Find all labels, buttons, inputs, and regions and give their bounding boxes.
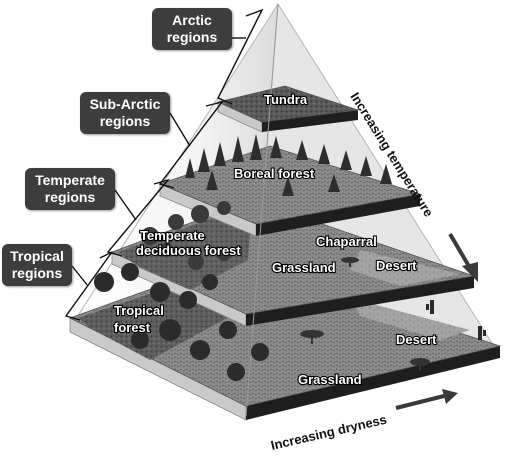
temperature-arrow-head — [462, 262, 478, 282]
label-chaparral: Chaparral — [316, 234, 377, 249]
label-tropical-desert: Desert — [396, 332, 437, 347]
tier-tropical — [68, 259, 502, 421]
region-label-line2: regions — [99, 113, 151, 129]
region-brackets — [64, 8, 264, 321]
pyramid-edge — [245, 3, 279, 417]
region-label-temperate: Temperate regions — [25, 168, 115, 210]
region-label-line1: Temperate — [35, 172, 105, 188]
region-label-sub-arctic: Sub-Arctic regions — [80, 92, 170, 134]
label-temperate-forest-line1: Temperate — [140, 228, 205, 243]
tier-arctic — [216, 85, 359, 133]
temperate-trees — [141, 201, 231, 270]
dryness-arrow-head — [442, 389, 458, 404]
region-label-tropical: Tropical regions — [2, 244, 72, 286]
region-label-line1: Sub-Arctic — [89, 96, 161, 112]
label-tropical-forest-line1: Tropical — [114, 303, 164, 318]
region-label-line1: Arctic — [172, 12, 212, 28]
region-label-line2: regions — [166, 29, 218, 45]
label-boreal-forest: Boreal forest — [234, 166, 315, 181]
cactus-icon — [426, 300, 486, 340]
label-tundra: Tundra — [264, 92, 308, 107]
label-tropical-forest-line2: forest — [114, 320, 151, 335]
region-label-line1: Tropical — [10, 248, 64, 264]
savanna-trees — [300, 257, 430, 371]
boreal-trees — [185, 134, 392, 196]
tropical-trees — [94, 263, 269, 381]
region-label-line2: regions — [11, 265, 63, 281]
label-temperate-grassland: Grassland — [272, 260, 336, 275]
region-label-arctic: Arctic regions — [152, 8, 232, 50]
dryness-axis-label: Increasing dryness — [269, 412, 388, 453]
biome-labels: Tundra Boreal forest Temperate deciduous… — [113, 91, 438, 388]
tier-temperate — [110, 199, 475, 327]
label-tropical-grassland: Grassland — [298, 372, 362, 387]
region-label-line2: regions — [44, 189, 96, 205]
dryness-arrow-shaft — [395, 394, 445, 410]
label-temperate-desert: Desert — [376, 258, 417, 273]
temperature-arrow-shaft — [448, 232, 472, 270]
label-temperate-forest-line2: deciduous forest — [136, 243, 241, 258]
